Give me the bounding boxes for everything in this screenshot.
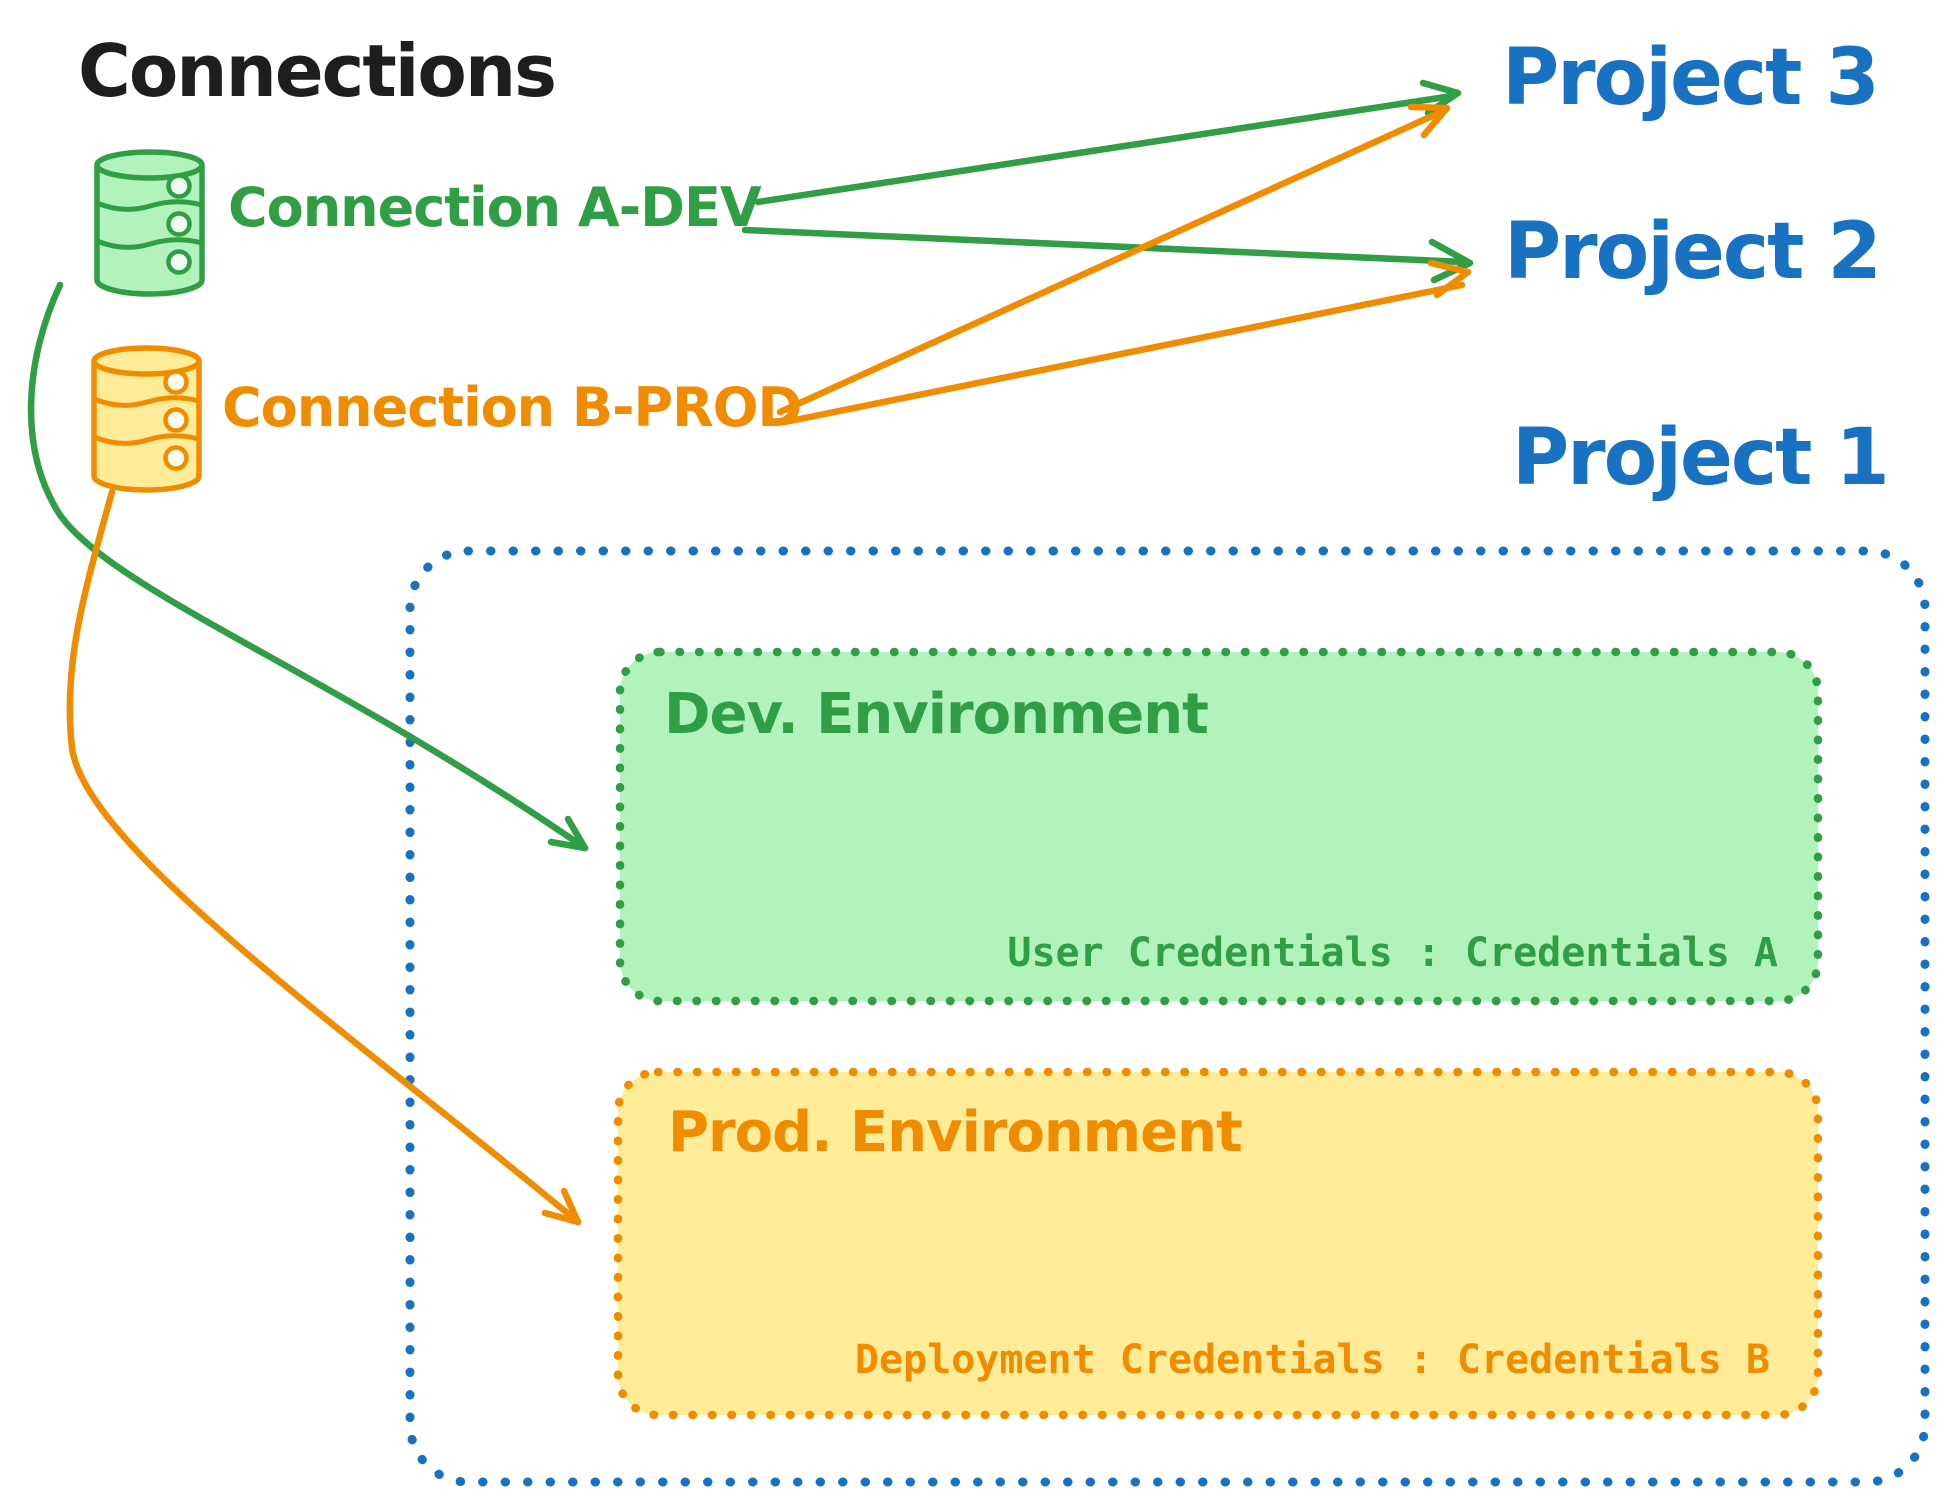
dev-environment-title: Dev. Environment: [664, 682, 1209, 747]
connection-b-prod-label: Connection B-PROD: [222, 376, 802, 439]
arrow-bprod-to-project3: [776, 103, 1451, 416]
connection-a-dev-label: Connection A-DEV: [228, 176, 762, 239]
arrow-adev-to-project3: [754, 79, 1462, 206]
project-2-label: Project 2: [1504, 207, 1882, 297]
project-1-label: Project 1: [1512, 413, 1890, 503]
database-icon: [94, 149, 205, 297]
arrow-bprod-to-prod-environment: [66, 488, 582, 1226]
prod-environment-credentials: Deployment Credentials : Credentials B: [854, 1337, 1770, 1383]
diagram-title: Connections: [78, 29, 557, 113]
database-icon: [91, 345, 202, 493]
dev-environment-box: [615, 647, 1823, 1006]
prod-environment-title: Prod. Environment: [668, 1100, 1243, 1165]
dev-environment-credentials: User Credentials : Credentials A: [1007, 930, 1778, 976]
arrow-bprod-to-project2: [781, 259, 1472, 426]
arrow-adev-to-project2: [741, 226, 1474, 284]
project1-container-box: [405, 546, 1930, 1487]
prod-environment-box: [613, 1067, 1823, 1420]
project-3-label: Project 3: [1502, 33, 1880, 123]
